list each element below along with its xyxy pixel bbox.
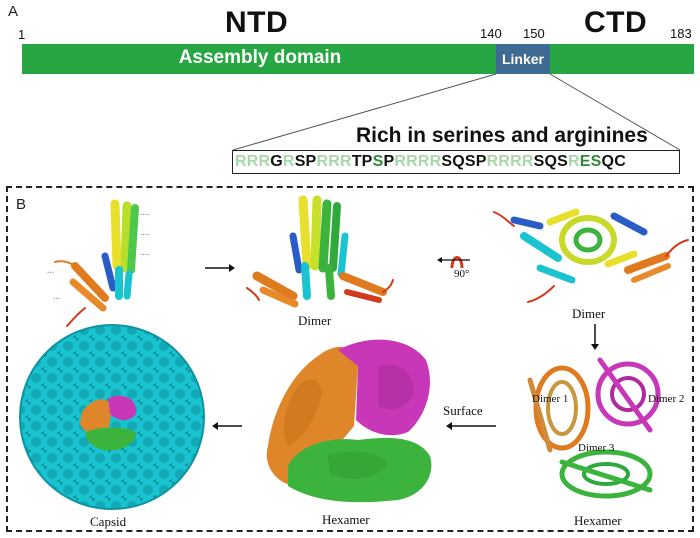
panel-b-letter: B — [16, 196, 27, 213]
monomer-structure: •••• •••• •••• ••• ••• — [47, 199, 149, 327]
arrow-to-surface — [446, 422, 496, 430]
hexamer-ribbon-caption: Hexamer — [574, 513, 622, 528]
dimer2-label: Dimer 2 — [648, 393, 685, 405]
arrow-to-capsid — [212, 422, 242, 430]
ntd-label: NTD — [225, 6, 289, 39]
sequence-segment: RRRR — [394, 153, 442, 170]
panel-a-letter: A — [8, 3, 19, 20]
position-end: 183 — [670, 26, 692, 41]
sequence-segment: QC — [601, 153, 626, 170]
arrow-to-dimer — [205, 264, 235, 272]
panel-b-frame — [6, 186, 694, 532]
sequence-segment: SP — [294, 153, 317, 170]
sequence-segment: ES — [579, 153, 602, 170]
dimer-top-caption: Dimer — [572, 306, 606, 321]
ctd-label: CTD — [584, 6, 648, 39]
svg-text:•••: ••• — [47, 270, 54, 275]
capsid-structure — [19, 324, 205, 510]
sequence-segment: RRR — [235, 153, 271, 170]
position-140: 140 — [480, 26, 502, 41]
dimer-front-structure — [246, 195, 394, 308]
sequence-segment: SQSP — [441, 153, 487, 170]
hexamer-surface-structure — [266, 339, 432, 503]
rotation-label: 90° — [454, 268, 470, 280]
position-start: 1 — [18, 27, 26, 42]
rotation-icon — [437, 256, 470, 269]
sequence-segment: TP — [351, 153, 373, 170]
zoom-lines — [232, 73, 681, 151]
capsid-caption: Capsid — [90, 514, 127, 529]
linker-segment: Linker — [496, 44, 550, 74]
rich-title: Rich in serines and arginines — [356, 124, 648, 147]
svg-text:•••: ••• — [53, 296, 60, 301]
protein-bar — [22, 44, 694, 74]
linker-label: Linker — [501, 51, 544, 67]
svg-text:••••: •••• — [140, 212, 149, 217]
sequence-segment: S — [372, 153, 384, 170]
sequence-segment: RRR — [316, 153, 352, 170]
sequence-segment: R — [568, 153, 580, 170]
dimer-top-structure — [493, 208, 689, 303]
surface-label: Surface — [443, 403, 483, 418]
assembly-domain-label: Assembly domain — [178, 47, 342, 68]
hexamer-ribbon-structure — [527, 357, 661, 499]
position-150: 150 — [523, 26, 545, 41]
svg-text:••••: •••• — [140, 232, 149, 237]
hexamer-surface-caption: Hexamer — [322, 512, 370, 527]
dimer3-label: Dimer 3 — [578, 442, 615, 454]
sequence-segment: RRRR — [486, 153, 534, 170]
dimer-front-caption: Dimer — [298, 313, 332, 328]
sequence-segment: SQS — [533, 153, 569, 170]
sequence-segment: P — [383, 153, 395, 170]
dimer1-label: Dimer 1 — [532, 393, 569, 405]
sequence-segment: R — [282, 153, 295, 170]
svg-text:••••: •••• — [140, 252, 149, 257]
arrow-to-hexamer — [591, 324, 599, 350]
sequence-segment: G — [270, 153, 283, 170]
